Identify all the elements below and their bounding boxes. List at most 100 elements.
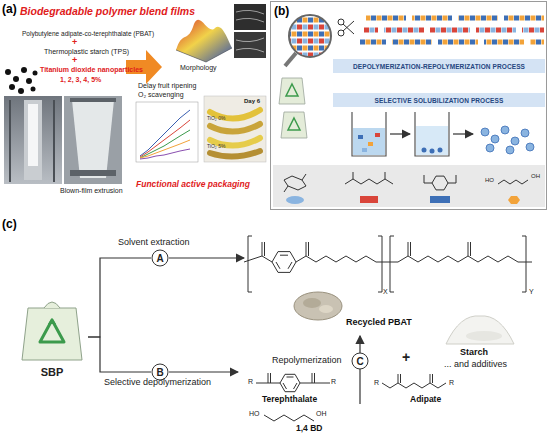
solubilization-beakers (352, 112, 386, 156)
magnifier-lens (286, 18, 334, 23)
solubilization-beakers (438, 148, 443, 153)
atom-label: R (374, 379, 379, 387)
waste-bag-icon (279, 78, 305, 104)
monomer-band (498, 180, 528, 184)
solubilization-beakers (415, 112, 449, 156)
component-name: Titanium dioxide nanoparticles (40, 66, 143, 74)
photo-tag: TiO₂ 5% (207, 144, 225, 150)
chain-fragments (364, 28, 544, 33)
solubilization-beakers (501, 126, 509, 134)
monomer-band (302, 174, 306, 180)
sem-image (236, 38, 264, 52)
pbat-structure (280, 255, 288, 256)
chain-fragments (360, 15, 544, 22)
pbat-structure (276, 262, 280, 269)
monomer-band (360, 196, 378, 203)
atom-label: HO (249, 410, 260, 418)
pbat-structure (410, 242, 411, 256)
product-label: Recycled PBAT (346, 318, 412, 328)
pbat-structure (288, 262, 292, 269)
monomer-structures (268, 373, 269, 383)
magnifier-lens (286, 32, 334, 37)
extrusion-photo (9, 100, 11, 182)
feature-label: Morphology (180, 64, 217, 72)
monomer-band (424, 175, 425, 183)
magnifier-lens (286, 25, 334, 30)
banana-photo (210, 124, 260, 132)
chain-fragments (360, 40, 544, 45)
solubilization-beakers (358, 135, 363, 139)
recycled-pbat-photo (294, 292, 342, 320)
monomer-structures (256, 373, 446, 421)
plus-sign: + (72, 56, 77, 66)
banana-photo (204, 96, 266, 162)
recycle-symbol (48, 318, 56, 324)
monomer-name: Terephthalate (262, 395, 317, 404)
banana-photo (210, 151, 260, 157)
magnifier-lens (285, 53, 296, 66)
pbat-structure (262, 242, 263, 256)
solubilization-beakers (422, 148, 427, 153)
circle-outline (152, 250, 168, 266)
pbat-structure (522, 236, 526, 292)
monomer-structures (400, 374, 401, 383)
surface-plot (176, 50, 206, 62)
sem-image (234, 4, 266, 30)
monomer-band (284, 186, 288, 192)
sem-image (234, 4, 266, 58)
oxygen-chart (136, 102, 198, 162)
starch-photo (446, 316, 514, 344)
solubilization-beakers (491, 135, 499, 143)
solubilization-beakers (353, 128, 385, 155)
route-label: Selective depolymerization (104, 378, 211, 388)
photo-tag: TiO₂ 0% (207, 116, 225, 122)
monomer-structures (398, 374, 399, 383)
component-name: Polybutylene adipate-co-terephthalate (P… (22, 30, 154, 37)
bag-outline (16, 296, 88, 362)
plus-sign: + (72, 38, 77, 48)
chain-fragments (360, 40, 544, 45)
magnifier-lens (286, 18, 334, 23)
flow-connector (88, 258, 151, 337)
solubilization-beakers (362, 148, 367, 152)
product-label: ... and additives (444, 360, 507, 370)
panel-heading: Biodegradable polymer blend films (20, 6, 195, 18)
monomer-band (508, 196, 520, 204)
monomer-structures (314, 373, 315, 383)
monomer-structures (283, 383, 287, 389)
monomer-band (424, 183, 432, 184)
extraction-arrow (169, 257, 244, 258)
pbat-structure (272, 252, 296, 273)
oxygen-chart (140, 140, 190, 158)
scissors-icon (343, 21, 354, 31)
nanoparticle-dots (33, 71, 38, 76)
node-text: SBP (16, 366, 88, 378)
bag-outline (44, 302, 60, 308)
pbat-structure (468, 242, 469, 256)
repeat-index: Y (529, 288, 534, 296)
circle-outline (352, 353, 368, 369)
pbat-structure (408, 242, 409, 256)
monomer-structures (432, 374, 433, 383)
chain-fragments (360, 16, 544, 21)
monomer-structures (270, 373, 271, 383)
magnifier-lens (286, 39, 334, 44)
nanoparticle-dots (5, 69, 11, 75)
chain-fragments (360, 16, 544, 21)
pbat-structure (470, 242, 471, 256)
solubilization-beakers (481, 126, 534, 154)
monomer-band (345, 179, 393, 184)
recycled-pbat-photo (319, 305, 333, 313)
nanoparticle-dots (26, 78, 32, 84)
monomer-band (456, 175, 457, 183)
monomer-structures (382, 383, 446, 388)
monomer-band (432, 176, 448, 190)
step-circle: A (151, 249, 169, 267)
feature-label: O₂ scavenging (138, 91, 184, 99)
nanoparticle-dots (31, 87, 36, 92)
plus-sign: + (402, 350, 410, 365)
extrusion-photo (64, 96, 122, 184)
monomer-structures (312, 373, 313, 383)
pbat-structure (262, 256, 272, 262)
atom-label: R (248, 378, 253, 386)
